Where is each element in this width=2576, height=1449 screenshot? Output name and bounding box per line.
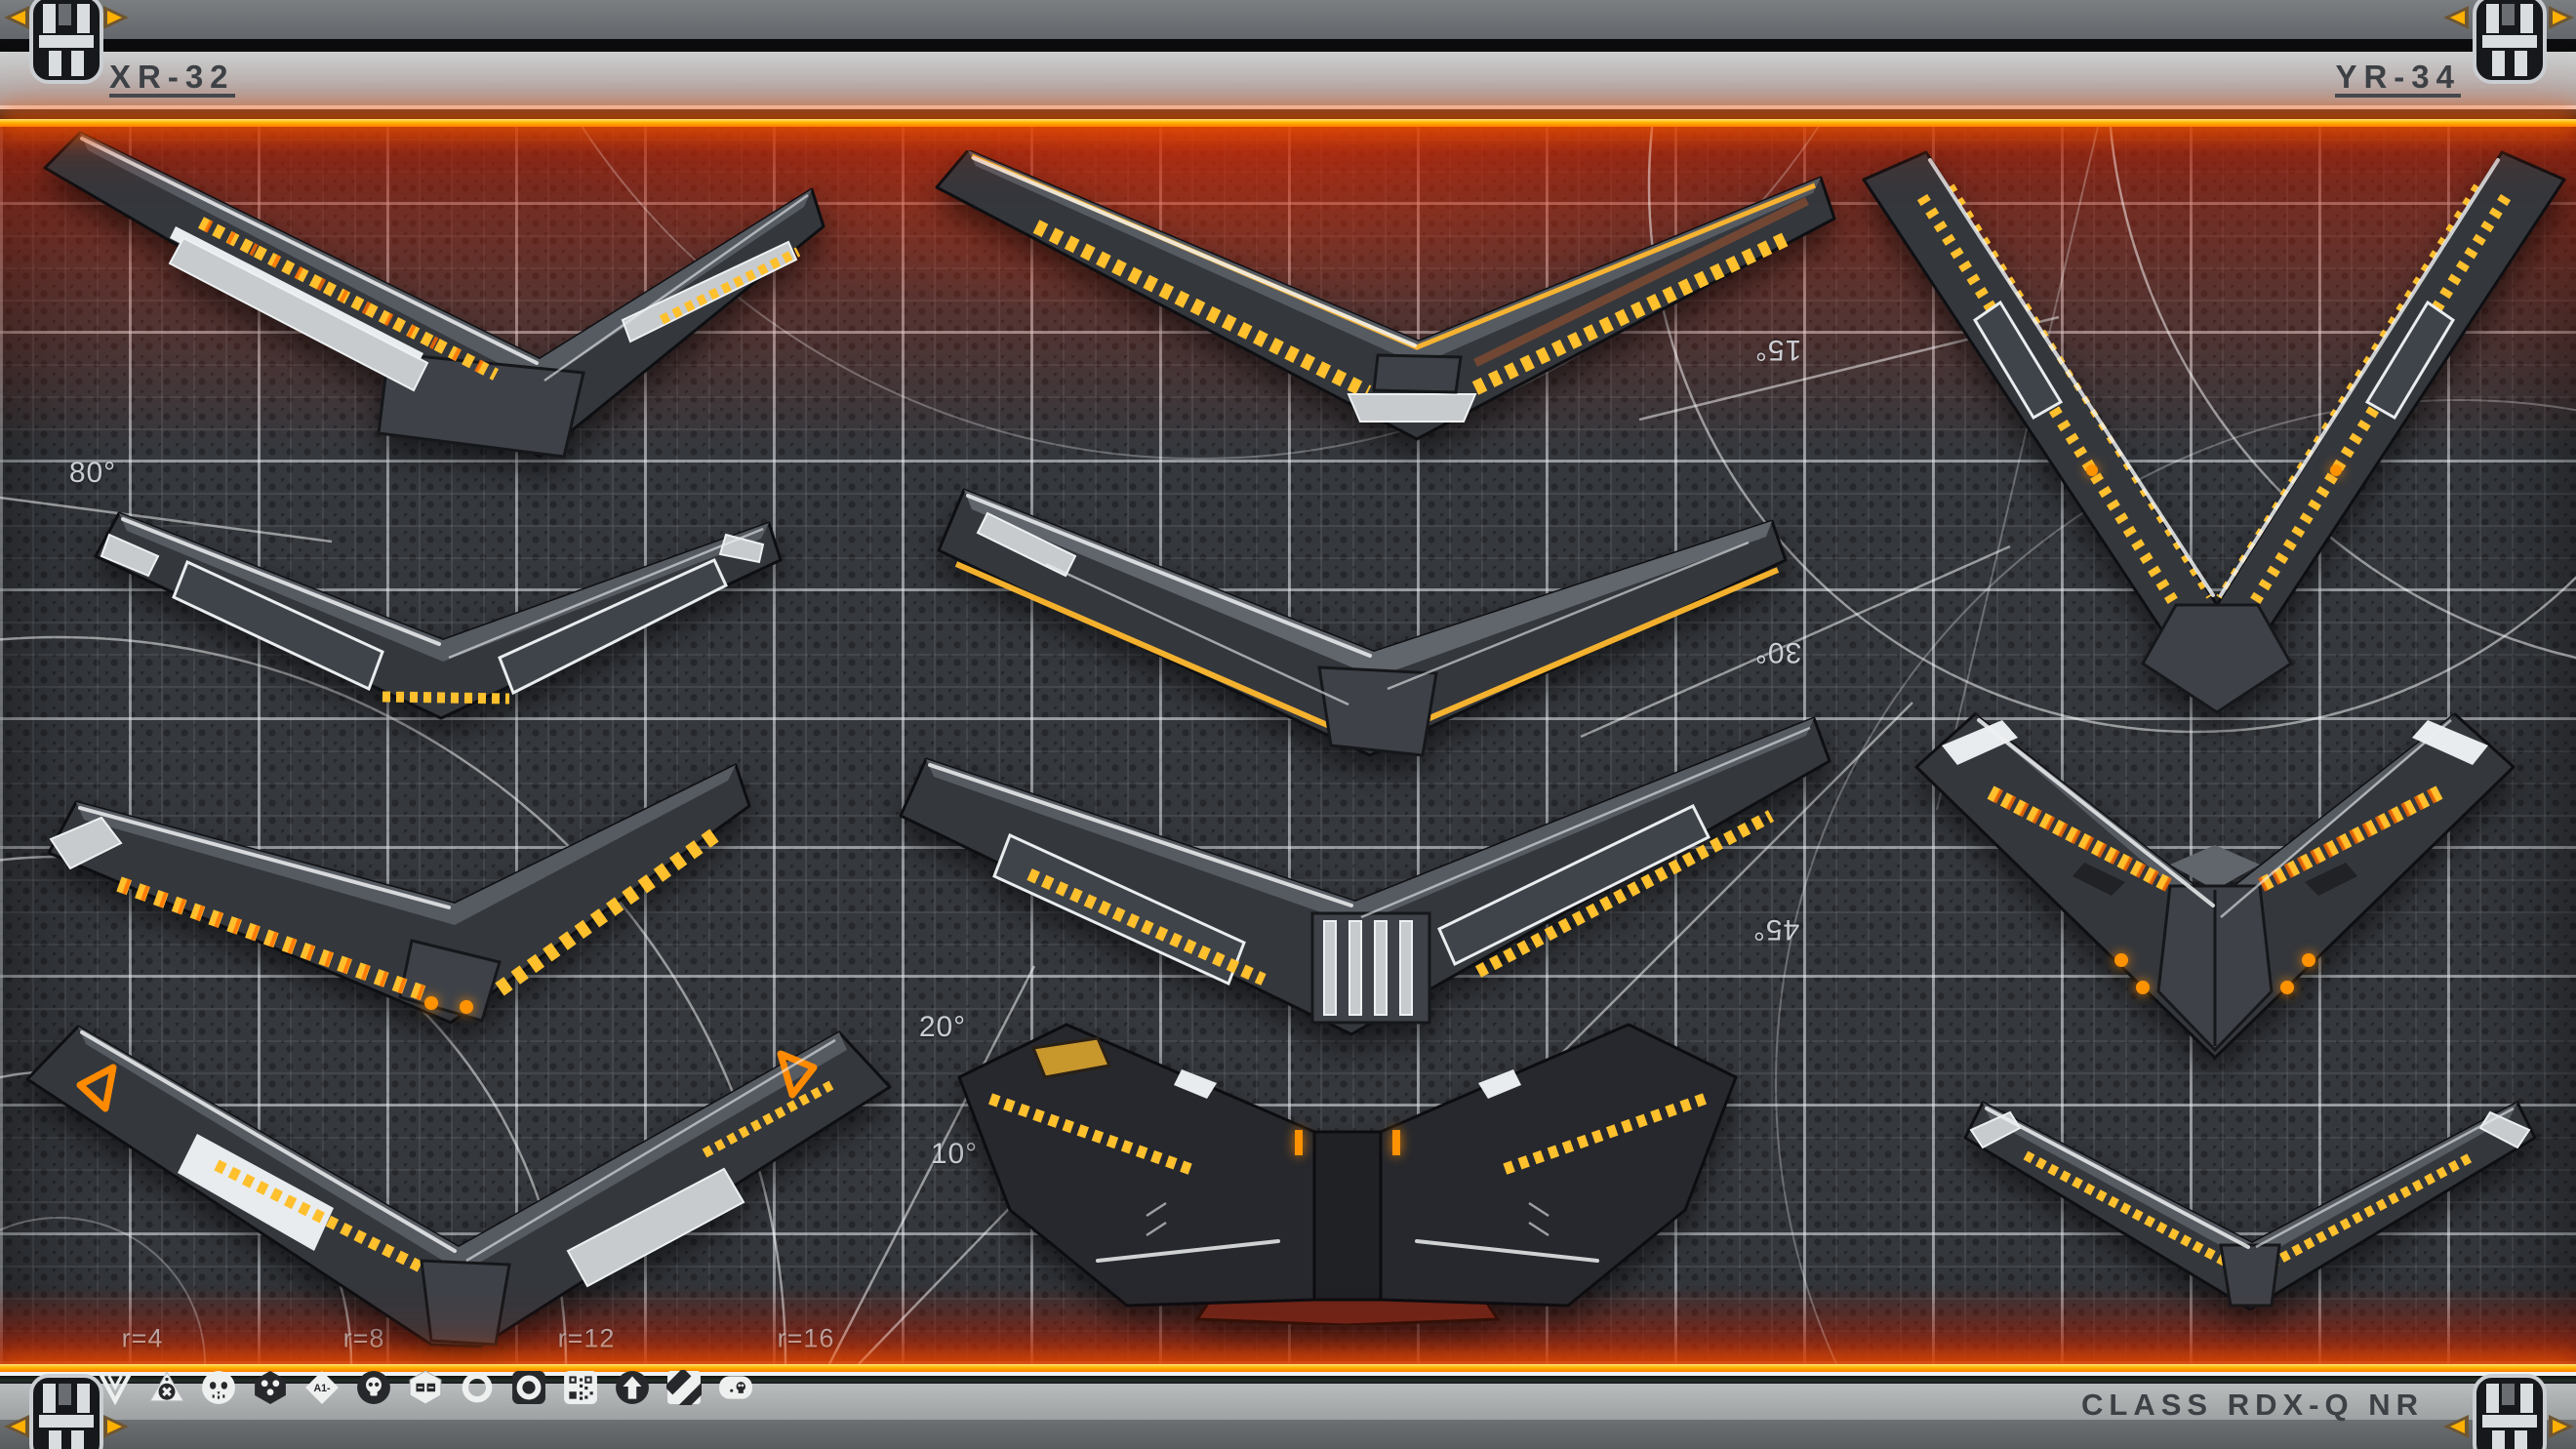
skull-dark-icon bbox=[356, 1370, 391, 1405]
arrow-left-top-right[interactable] bbox=[2441, 6, 2469, 29]
top-bar-dark-stripe bbox=[0, 109, 2576, 119]
arrow-right-bottom-left[interactable] bbox=[103, 1415, 131, 1438]
radius-label: r=8 bbox=[342, 1323, 385, 1353]
skull-light-icon bbox=[201, 1370, 236, 1405]
code-label-left: XR-32 bbox=[109, 60, 235, 98]
arrow-right-top-right[interactable] bbox=[2549, 6, 2576, 29]
class-label: CLASS RDX-Q NR bbox=[2081, 1388, 2424, 1422]
corner-badge-top-left[interactable] bbox=[29, 0, 103, 84]
hex-dots-icon bbox=[253, 1370, 288, 1405]
part-right-3 bbox=[1957, 1069, 2543, 1313]
bottom-glow-line bbox=[0, 1364, 2576, 1372]
top-bar-black-stripe bbox=[0, 39, 2576, 52]
radius-label: r=4 bbox=[121, 1323, 164, 1353]
corner-badge-bottom-left[interactable] bbox=[29, 1374, 103, 1449]
top-glow-line bbox=[0, 119, 2576, 127]
arrow-left-bottom-right[interactable] bbox=[2441, 1415, 2469, 1438]
angle-label: 20° bbox=[918, 1011, 967, 1043]
code-label-right: YR-34 bbox=[2335, 60, 2461, 98]
angle-label: 80° bbox=[68, 457, 117, 489]
top-frame-bar: XR-32 YR-34 bbox=[0, 0, 2576, 127]
arrow-right-top-left[interactable] bbox=[103, 6, 131, 29]
part-mid-1 bbox=[929, 150, 1841, 443]
bottom-frame-bar: A1- CLASS RDX-Q NR bbox=[0, 1364, 2576, 1449]
part-mid-3 bbox=[893, 699, 1841, 1038]
part-mid-4 bbox=[951, 1015, 1744, 1325]
arrow-right-bottom-right[interactable] bbox=[2549, 1415, 2576, 1438]
arrow-left-bottom-left[interactable] bbox=[2, 1415, 29, 1438]
warning-x-icon bbox=[149, 1370, 184, 1405]
hazard-stripes-icon bbox=[666, 1370, 702, 1405]
diamond-a1-icon: A1- bbox=[304, 1370, 340, 1405]
qr-icon bbox=[563, 1370, 598, 1405]
top-bar-label-strip bbox=[0, 52, 2576, 105]
radius-label: r=16 bbox=[777, 1323, 835, 1353]
part-left-1 bbox=[37, 129, 832, 463]
top-bar-white-line bbox=[0, 105, 2576, 109]
stamp-icon-row: A1- bbox=[98, 1368, 753, 1407]
up-arrow-icon bbox=[615, 1370, 650, 1405]
corner-badge-bottom-right[interactable] bbox=[2473, 1374, 2547, 1449]
arrow-left-top-left[interactable] bbox=[2, 6, 29, 29]
part-left-3 bbox=[41, 738, 759, 1026]
radius-label: r=12 bbox=[557, 1323, 616, 1353]
part-mid-2 bbox=[929, 474, 1795, 759]
part-right-2 bbox=[1909, 699, 2521, 1062]
chevron-v-icon bbox=[98, 1370, 133, 1405]
part-left-4 bbox=[21, 1017, 895, 1348]
bottom-bar-dark-stripe bbox=[0, 1376, 2576, 1384]
bottom-bar-lower bbox=[0, 1420, 2576, 1449]
svg-text:A1-: A1- bbox=[313, 1383, 331, 1394]
square-ring-icon bbox=[511, 1370, 546, 1405]
part-right-1 bbox=[1854, 146, 2574, 714]
top-bar-upper bbox=[0, 0, 2576, 39]
bottom-bar-white-line bbox=[0, 1372, 2576, 1376]
hex-glyph-icon bbox=[408, 1370, 443, 1405]
ring-icon bbox=[460, 1370, 495, 1405]
corner-badge-top-right[interactable] bbox=[2473, 0, 2547, 84]
mini-skull-icon bbox=[718, 1370, 753, 1405]
angle-label: 10° bbox=[930, 1138, 979, 1170]
part-left-2 bbox=[90, 466, 790, 726]
